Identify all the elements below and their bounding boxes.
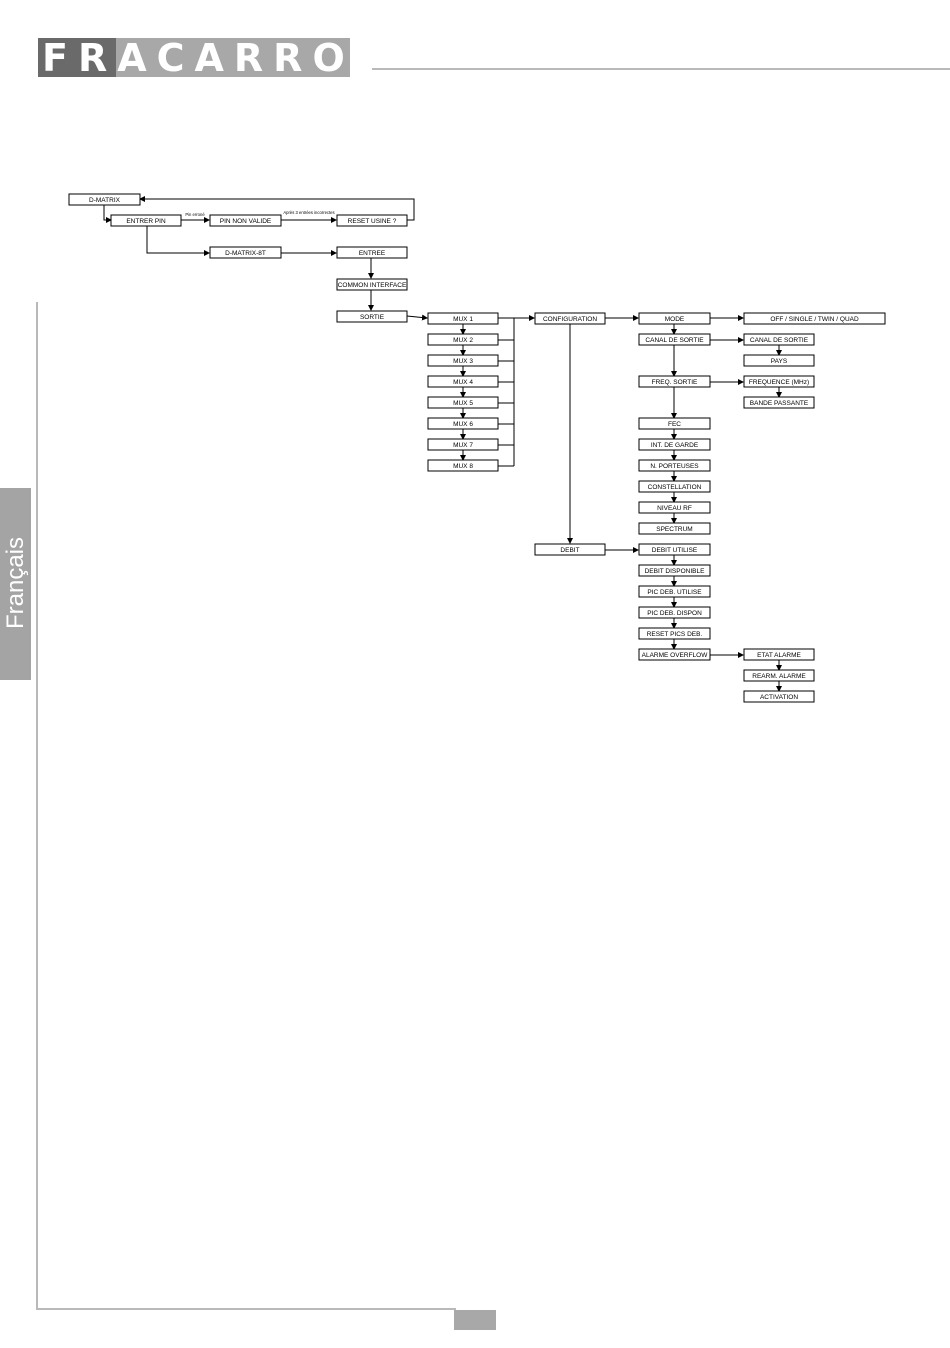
logo-text: FRACARRO [42,36,355,80]
node-label: D-MATRIX-8T [225,250,266,257]
node-label: NIVEAU RF [657,505,692,512]
node-fec: FEC [638,417,711,430]
node-label: PIC DEB. UTILISE [647,589,702,596]
node-mux-4: MUX 4 [427,375,499,388]
node-mux-2: MUX 2 [427,333,499,346]
node-label: COMMON INTERFACE [338,282,407,289]
node-activation: ACTIVATION [743,690,815,703]
node-label: MUX 4 [453,379,473,386]
node-bande-passante: BANDE PASSANTE [743,396,815,409]
header-rule [372,68,950,70]
node-mux-7: MUX 7 [427,438,499,451]
node-label: D-MATRIX [89,197,121,204]
language-tab: Français [0,488,31,680]
node-common-interface: COMMON INTERFACE [336,278,408,291]
node-label: INT. DE GARDE [651,442,699,449]
node-freq-sortie: FREQ. SORTIE [638,375,711,388]
node-d-matrix-8t: D-MATRIX-8T [209,246,282,259]
node-label: SORTIE [360,314,385,321]
node-mode-options: OFF / SINGLE / TWIN / QUAD [743,312,886,325]
node-n-porteuses: N. PORTEUSES [638,459,711,472]
node-etat-alarme: ETAT ALARME [743,648,815,661]
node-spectrum: SPECTRUM [638,522,711,535]
node-mux-6: MUX 6 [427,417,499,430]
node-pic-deb-dispon: PIC DEB. DISPON [638,606,711,619]
node-mux-8: MUX 8 [427,459,499,472]
node-label: CANAL DE SORTIE [645,337,704,344]
node-label: FEC [668,421,681,428]
node-int-de-garde: INT. DE GARDE [638,438,711,451]
node-label: CONFIGURATION [543,316,597,323]
node-rearm-alarme: REARM. ALARME [743,669,815,682]
node-mux-3: MUX 3 [427,354,499,367]
node-label: MUX 1 [453,316,473,323]
node-mode: MODE [638,312,711,325]
node-label: OFF / SINGLE / TWIN / QUAD [770,316,859,323]
fracarro-logo: FRACARRO [38,36,355,80]
node-debit-utilise: DEBIT UTILISE [638,543,711,556]
node-mux-5: MUX 5 [427,396,499,409]
node-label: RESET USINE ? [348,218,397,225]
node-label: PIN NON VALIDE [220,218,272,225]
node-canal-de-sortie: CANAL DE SORTIE [638,333,711,346]
node-label: ENTRER PIN [126,218,166,225]
node-label: FREQ. SORTIE [652,379,698,386]
node-label: MUX 5 [453,400,473,407]
node-label: ENTREE [359,250,386,257]
node-label: MUX 3 [453,358,473,365]
node-constellation: CONSTELLATION [638,480,711,493]
footer-rule [36,1308,456,1310]
node-pays: PAYS [743,354,815,367]
node-debit-disponible: DEBIT DISPONIBLE [638,564,711,577]
node-reset-pics-deb: RESET PICS DEB. [638,627,711,640]
node-label: CONSTELLATION [648,484,702,491]
node-label: DEBIT DISPONIBLE [645,568,706,575]
node-debit: DEBIT [534,543,606,556]
node-pic-deb-utilise: PIC DEB. UTILISE [638,585,711,598]
node-mux-1: MUX 1 [427,312,499,325]
node-label: DEBIT [560,547,579,554]
logo-light-block [116,38,350,77]
node-entrer-pin: ENTRER PIN [110,214,182,227]
node-label: BANDE PASSANTE [750,400,809,407]
node-label: MUX 6 [453,421,473,428]
node-pin-non-valide: PIN NON VALIDE [209,214,282,227]
left-margin-rule [36,302,38,1310]
node-sortie: SORTIE [336,310,408,323]
node-label: ETAT ALARME [757,652,801,659]
diagram-connectors [103,196,782,692]
node-d-matrix: D-MATRIX [68,193,141,206]
node-label: MUX 7 [453,442,473,449]
node-label: CANAL DE SORTIE [750,337,809,344]
node-entree: ENTREE [336,246,408,259]
node-canal-de-sortie-sub: CANAL DE SORTIE [743,333,815,346]
node-label: N. PORTEUSES [650,463,699,470]
node-label: RESET PICS DEB. [647,631,703,638]
page-number-tab [454,1310,496,1330]
node-label: MODE [665,316,685,323]
node-label: MUX 8 [453,463,473,470]
node-alarme-overflow: ALARME OVERFLOW [638,648,711,661]
node-frequence: FREQUENCE (MHz) [743,375,815,388]
node-niveau-rf: NIVEAU RF [638,501,711,514]
node-label: SPECTRUM [656,526,692,533]
node-label: MUX 2 [453,337,473,344]
edge-label-pin-errone: Pin erroné [185,212,205,217]
logo-dark-block [38,38,116,77]
node-label: PAYS [771,358,788,365]
node-label: PIC DEB. DISPON [647,610,702,617]
node-label: DEBIT UTILISE [652,547,698,554]
node-label: REARM. ALARME [752,673,806,680]
node-configuration: CONFIGURATION [534,312,606,325]
edge-label-apres-3-entrees: Après 3 entrées incorrectes [283,210,334,215]
node-label: FREQUENCE (MHz) [749,379,809,386]
node-label: ALARME OVERFLOW [642,652,709,659]
node-reset-usine: RESET USINE ? [336,214,408,227]
node-label: ACTIVATION [760,694,798,701]
